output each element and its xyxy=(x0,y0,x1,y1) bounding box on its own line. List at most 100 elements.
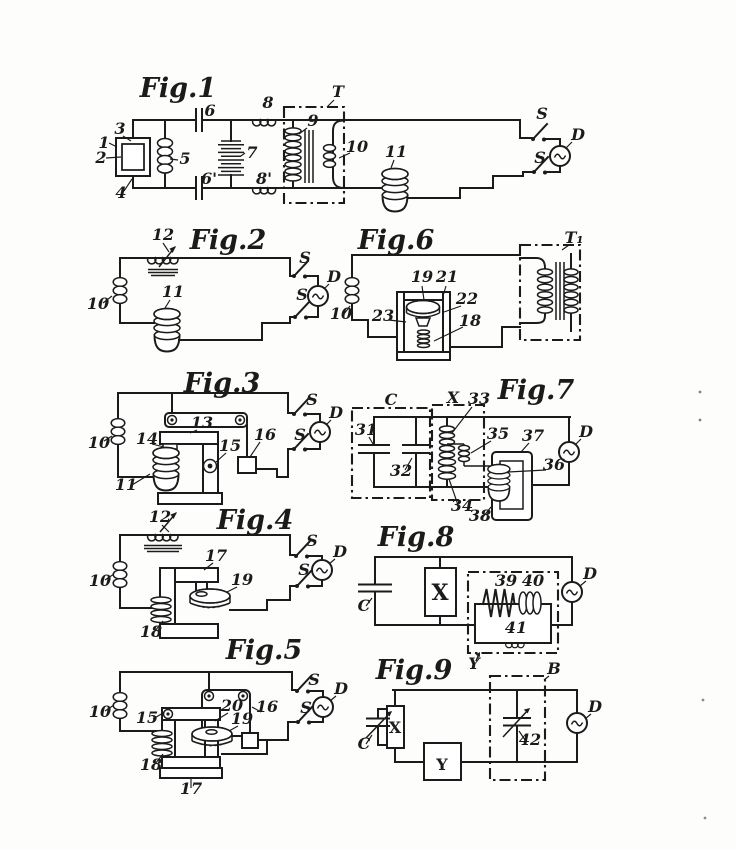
fig4-coil10 xyxy=(112,560,128,589)
fig7-gen-ties xyxy=(531,416,570,486)
fig6-label-19-3: 19 xyxy=(411,267,433,286)
fig2-label-S-4: S xyxy=(299,248,311,267)
fig5-label-17-4: 17 xyxy=(180,779,202,798)
fig4-label-12-1: 12 xyxy=(149,507,171,526)
fig4-lower-return xyxy=(229,585,296,611)
fig5-label-15-2: 15 xyxy=(136,708,158,727)
labels-root: Fig.11234566'788'910T11SSDFig.2121011SSD… xyxy=(87,73,602,798)
fig5-circuit xyxy=(104,671,337,788)
scan-specks xyxy=(698,390,707,820)
fig1-transformer-T xyxy=(282,105,346,205)
fig4-top-rail xyxy=(119,534,295,556)
fig8-label-title: Fig.8 xyxy=(377,522,455,553)
fig7-label-38-10: 38 xyxy=(469,506,491,525)
fig6-label-21-4: 21 xyxy=(435,267,458,286)
fig2-generator-D xyxy=(307,285,329,307)
fig6-label-T₁-7: T₁ xyxy=(565,228,584,247)
fig5-label-18-5: 18 xyxy=(140,755,162,774)
fig1-label-8-9: 8 xyxy=(261,93,273,112)
fig8-label-X-7: X xyxy=(431,580,449,606)
fig6-transformer-T1 xyxy=(518,243,582,342)
fig8-box-Y xyxy=(466,570,560,655)
fig3-label-D-9: D xyxy=(328,403,343,422)
fig3-lamp11 xyxy=(152,446,180,492)
fig8-coil40 xyxy=(532,591,542,615)
fig4-label-18-4: 18 xyxy=(140,622,162,641)
fig7-label-36-8: 36 xyxy=(543,455,565,474)
fig9-label-X-5: X xyxy=(389,718,402,737)
fig9-box-X xyxy=(386,689,405,763)
fig7-label-33-5: 33 xyxy=(468,389,490,408)
fig5-generator-D xyxy=(312,696,334,718)
fig1-leader-lines xyxy=(105,99,573,192)
fig7-circuit xyxy=(350,403,582,521)
fig3-label-10-1: 10 xyxy=(88,433,110,452)
fig2-label-D-6: D xyxy=(326,267,341,286)
fig6-microphone-device xyxy=(396,291,451,361)
fig2-core-bars xyxy=(148,268,178,277)
fig7-label-32-4: 32 xyxy=(390,461,412,480)
fig8-box-X xyxy=(424,556,457,626)
fig1-label-2-2: 2 xyxy=(94,148,106,167)
fig1-label-6-6: 6 xyxy=(204,101,215,120)
fig3-label-S-8: S xyxy=(294,425,306,444)
fig4-core-bars xyxy=(144,544,182,553)
fig5-label-S-9: S xyxy=(300,698,312,717)
fig3-label-title: Fig.3 xyxy=(183,368,261,399)
fig2-leader-lines xyxy=(102,242,330,309)
fig2-label-11-3: 11 xyxy=(162,282,184,301)
fig9-variable-capacitor42 xyxy=(502,689,531,763)
fig1-crystal-detector xyxy=(115,137,151,177)
fig7-label-C-1: C xyxy=(385,390,398,409)
fig3-leader-lines xyxy=(103,419,332,486)
fig4-label-title: Fig.4 xyxy=(216,505,294,536)
fig6-label-18-2: 18 xyxy=(459,311,481,330)
fig9-label-D-4: D xyxy=(587,697,602,716)
fig9-generator-D xyxy=(566,712,588,734)
fig5-label-D-10: D xyxy=(333,679,348,698)
fig2-lower-return xyxy=(178,316,294,341)
fig9-box-Y xyxy=(423,742,462,781)
fig5-contact-block xyxy=(241,732,259,749)
fig5-leader-lines xyxy=(104,695,337,788)
fig4-label-10-2: 10 xyxy=(89,571,111,590)
fig5-label-16-3: 16 xyxy=(256,697,278,716)
fig1-lamp11 xyxy=(381,167,409,213)
fig7-label-37-9: 37 xyxy=(522,426,544,445)
fig3-label-16-6: 16 xyxy=(254,425,276,444)
fig3-lower-return xyxy=(255,448,293,478)
fig3-top-rail xyxy=(117,392,293,414)
fig6-coil10 xyxy=(344,276,360,305)
fig6-screw18 xyxy=(416,342,431,349)
fig4-disc19 xyxy=(189,588,231,609)
fig4-leader-lines xyxy=(104,524,336,632)
fig3-label-14-4: 14 xyxy=(136,429,158,448)
fig1-generator-D xyxy=(549,145,571,167)
fig3-contact-block16 xyxy=(237,456,257,474)
fig6-circuit xyxy=(343,243,582,361)
fig7-label-34-6: 34 xyxy=(451,496,473,515)
fig1-label-title: Fig.1 xyxy=(139,73,217,104)
fig6-label-title: Fig.6 xyxy=(357,225,435,256)
fig8-label-D-6: D xyxy=(582,564,597,583)
fig6-leader-lines xyxy=(343,244,570,342)
fig7-label-title: Fig.7 xyxy=(497,375,575,406)
fig7-label-31-3: 31 xyxy=(355,420,377,439)
fig5-magnet-frame17 xyxy=(151,707,223,779)
fig7-label-X-2: X xyxy=(446,388,460,407)
fig1-label-8'-10: 8' xyxy=(255,169,272,188)
fig1-core-lines xyxy=(304,130,314,183)
fig1-label-10-12: 10 xyxy=(346,137,368,156)
fig4-label-19-5: 19 xyxy=(231,570,253,589)
fig9-label-C-1: C xyxy=(358,734,371,753)
fig3-label-S-7: S xyxy=(306,390,318,409)
fig5-lower-return xyxy=(221,721,297,755)
fig2-label-10-2: 10 xyxy=(87,294,109,313)
fig3-label-15-5: 15 xyxy=(219,436,241,455)
fig2-label-title: Fig.2 xyxy=(189,225,267,256)
fig8-resistor39 xyxy=(481,588,516,618)
fig8-label-41-5: 41 xyxy=(505,618,527,637)
fig8-resonator xyxy=(474,588,552,649)
fig1-label-5-5: 5 xyxy=(179,149,190,168)
